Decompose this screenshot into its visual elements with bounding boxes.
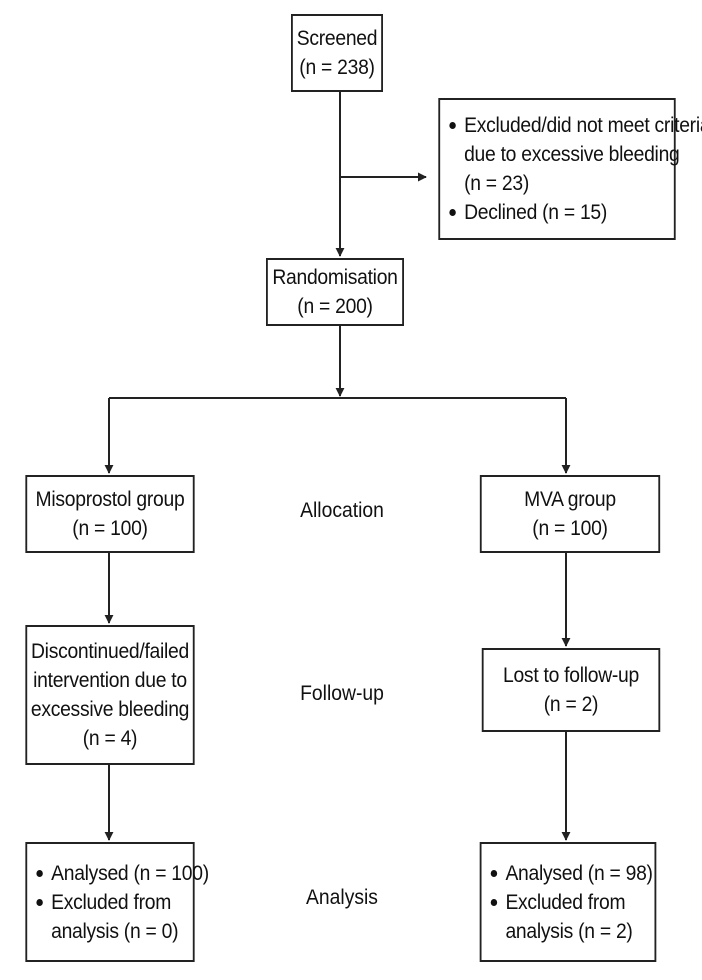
declined-label: Declined (n = 15) bbox=[464, 201, 608, 224]
mva-followup-box: Lost to follow-up (n = 2) bbox=[481, 648, 661, 732]
misoprostol-analysed-label: Analysed (n = 100) bbox=[51, 861, 209, 885]
excluded-criteria-line-1: Excluded/did not meet criteria bbox=[464, 114, 702, 137]
misoprostol-group-box: Misoprostol group (n = 100) bbox=[25, 475, 195, 553]
screened-label: Screened bbox=[296, 27, 378, 50]
screened-count: (n = 238) bbox=[299, 56, 375, 79]
misoprostol-excluded-item: Excluded from analysis (n = 0) bbox=[36, 888, 187, 946]
excluded-box: Excluded/did not meet criteria due to ex… bbox=[438, 98, 702, 240]
misoprostol-followup-line-3: excessive bleeding bbox=[30, 698, 190, 721]
mva-analysed-label: Analysed (n = 98) bbox=[505, 861, 653, 885]
mva-analysis-box: Analysed (n = 98) Excluded from analysis… bbox=[479, 842, 657, 962]
stage-label-allocation: Allocation bbox=[300, 499, 384, 522]
misoprostol-excluded-line-2: analysis (n = 0) bbox=[51, 919, 179, 943]
randomisation-count: (n = 200) bbox=[297, 295, 373, 318]
misoprostol-group-label: Misoprostol group bbox=[35, 488, 185, 511]
mva-analysed-item: Analysed (n = 98) bbox=[490, 859, 653, 888]
misoprostol-followup-line-2: intervention due to bbox=[33, 669, 187, 692]
excluded-criteria-line-2: due to excessive bleeding bbox=[464, 143, 680, 166]
misoprostol-followup-count: (n = 4) bbox=[82, 727, 138, 750]
misoprostol-group-count: (n = 100) bbox=[72, 517, 148, 540]
randomisation-box: Randomisation (n = 200) bbox=[266, 258, 404, 326]
mva-group-count: (n = 100) bbox=[532, 517, 608, 540]
declined-item: Declined (n = 15) bbox=[449, 198, 668, 227]
mva-group-box: MVA group (n = 100) bbox=[479, 475, 661, 553]
mva-followup-label: Lost to follow-up bbox=[502, 664, 639, 687]
mva-group-label: MVA group bbox=[524, 488, 616, 511]
mva-excluded-line-2: analysis (n = 2) bbox=[505, 919, 633, 943]
misoprostol-followup-line-1: Discontinued/failed bbox=[30, 640, 190, 663]
stage-label-followup: Follow-up bbox=[300, 682, 384, 705]
misoprostol-excluded-line-1: Excluded from bbox=[51, 890, 172, 914]
mva-excluded-item: Excluded from analysis (n = 2) bbox=[490, 888, 649, 946]
stage-label-analysis: Analysis bbox=[306, 886, 378, 909]
misoprostol-analysed-item: Analysed (n = 100) bbox=[36, 859, 209, 888]
randomisation-label: Randomisation bbox=[272, 266, 398, 289]
mva-excluded-line-1: Excluded from bbox=[505, 890, 626, 914]
excluded-criteria-count: (n = 23) bbox=[464, 172, 529, 195]
screened-box: Screened (n = 238) bbox=[291, 14, 383, 92]
misoprostol-analysis-box: Analysed (n = 100) Excluded from analysi… bbox=[25, 842, 209, 962]
mva-followup-count: (n = 2) bbox=[543, 693, 599, 716]
misoprostol-followup-box: Discontinued/failed intervention due to … bbox=[25, 625, 195, 765]
excluded-criteria-item: Excluded/did not meet criteria due to ex… bbox=[449, 111, 702, 198]
